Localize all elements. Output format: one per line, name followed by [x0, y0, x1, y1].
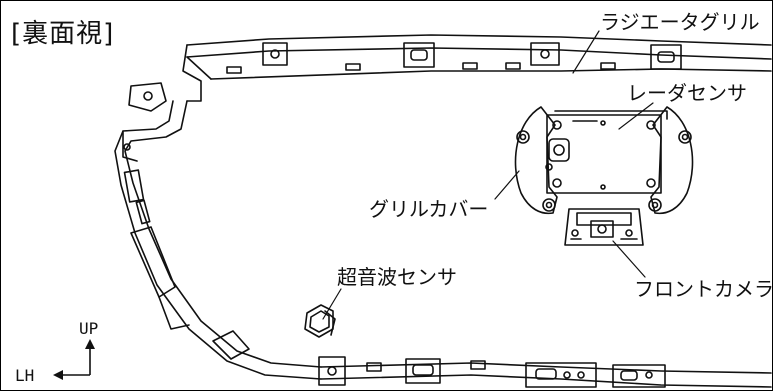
view-title: [裏面視]: [11, 19, 115, 49]
leader-radar-sensor: [618, 102, 654, 130]
grille-cover-part: [514, 106, 694, 215]
radiator-grille-part: [114, 34, 772, 388]
ultrasonic-sensor-part: [304, 304, 336, 338]
label-lh: LH: [15, 366, 35, 385]
label-radiator-grille: ラジエータグリル: [600, 10, 760, 34]
radar-sensor-part: [545, 110, 668, 194]
orientation-arrows: [53, 339, 95, 380]
leader-front-camera: [612, 240, 646, 278]
front-camera-part: [564, 208, 644, 246]
leader-lines: [322, 30, 654, 320]
leader-ultrasonic-sensor: [322, 288, 342, 320]
leader-radiator-grille: [572, 30, 600, 74]
label-grille-cover: グリルカバー: [369, 197, 489, 221]
leader-grille-cover: [494, 170, 520, 200]
label-up: UP: [79, 319, 99, 338]
label-radar-sensor: レーダセンサ: [627, 81, 747, 105]
label-front-camera: フロントカメラ: [634, 277, 773, 301]
label-ultrasonic-sensor: 超音波センサ: [337, 265, 457, 289]
